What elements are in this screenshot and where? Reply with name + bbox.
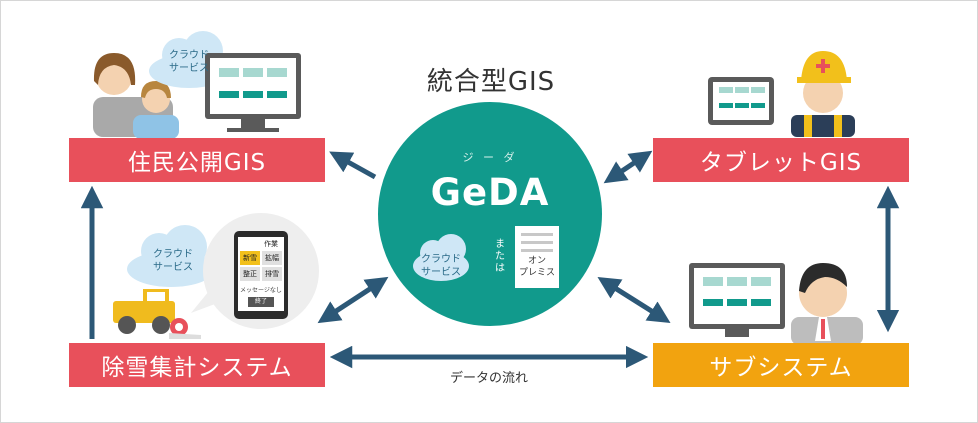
- resident-gis-box: 住民公開GIS: [69, 138, 325, 182]
- phone-button-2: 拡幅: [262, 251, 282, 265]
- sub-system-box: サブシステム: [653, 343, 909, 387]
- phone-header: 作業: [264, 240, 278, 248]
- phone-button-3: 整正: [240, 267, 260, 281]
- tablet-gis-box: タブレットGIS: [653, 138, 909, 182]
- onprem-label: オン プレミス: [518, 256, 555, 278]
- center-cloud-label: クラウド サービス: [421, 254, 461, 278]
- sub-monitor-icon: [689, 263, 785, 337]
- tablet-device-icon: [708, 77, 774, 125]
- snowplow-icon: [113, 289, 201, 339]
- arrow-geda-snow: [317, 276, 389, 324]
- snow-cloud-label: クラウド サービス: [153, 249, 193, 273]
- data-flow-label: データの流れ: [449, 371, 528, 386]
- phone-footer-button: 終了: [248, 297, 274, 307]
- snow-cloud-icon: [127, 225, 215, 287]
- geda-name: GeDA: [430, 171, 550, 214]
- phone-button-1: 新雪: [240, 251, 260, 265]
- phone-button-4: 排雪: [262, 267, 282, 281]
- diagram-title: 統合型GIS: [426, 67, 556, 97]
- geda-circle: [378, 102, 602, 326]
- snow-system-box: 除雪集計システム: [69, 343, 325, 387]
- or-label: ま た は: [495, 239, 505, 274]
- resident-cloud-label: クラウド サービス: [169, 50, 209, 74]
- arrow-geda-sub: [597, 277, 671, 323]
- office-worker-icon: [791, 263, 863, 345]
- center-cloud-icon: [413, 234, 469, 281]
- resident-monitor-icon: [205, 53, 301, 132]
- construction-worker-icon: [791, 51, 855, 137]
- arrow-geda-tablet: [603, 150, 653, 184]
- geda-furigana: ジ ー ダ: [462, 151, 518, 164]
- phone-message: メッセージなし: [240, 287, 282, 294]
- onprem-server-icon: [515, 226, 559, 288]
- resident-users-icon: [93, 53, 179, 139]
- arrow-geda-to-resident: [329, 151, 377, 180]
